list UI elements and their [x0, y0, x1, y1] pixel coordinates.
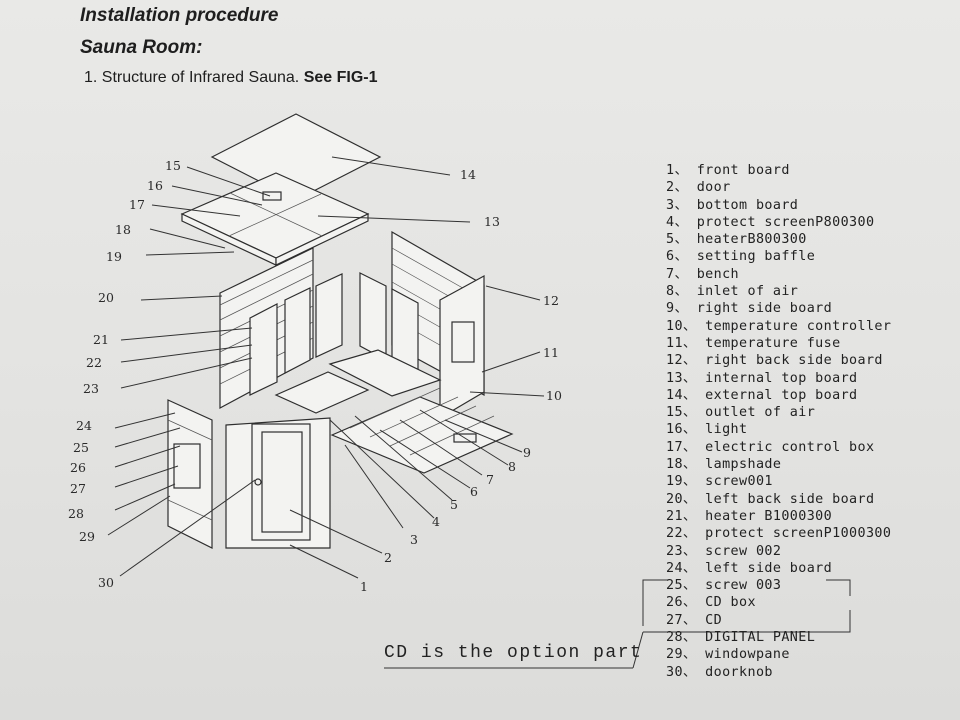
bench	[274, 371, 370, 414]
callout-17: 17	[129, 197, 145, 212]
legend-item-7: 7、 bench	[666, 266, 740, 282]
legend-item-6: 6、 setting baffle	[666, 249, 816, 265]
callout-9: 9	[523, 445, 531, 460]
legend-item-30: 30、 doorknob	[666, 664, 773, 680]
door-glass	[261, 431, 303, 533]
legend-item-12: 12、 right back side board	[666, 353, 883, 369]
legend-item-23: 23、 screw 002	[666, 543, 782, 559]
windowpane	[173, 443, 201, 489]
internal-top-board	[180, 172, 370, 259]
callout-13: 13	[484, 214, 500, 229]
option-part-note: CD is the option part	[384, 643, 643, 663]
legend-item-5: 5、 heaterB800300	[666, 232, 807, 248]
page-title: Installation procedure	[80, 5, 279, 26]
callout-22: 22	[86, 355, 102, 370]
callout-7: 7	[486, 472, 494, 487]
callout-6: 6	[470, 484, 478, 499]
section-title: Sauna Room:	[80, 37, 203, 58]
intro-line: 1. Structure of Infrared Sauna. See FIG-…	[84, 69, 378, 87]
callout-18: 18	[115, 222, 131, 237]
doorknob	[254, 478, 262, 486]
callout-27: 27	[70, 481, 86, 496]
legend-item-24: 24、 left side board	[666, 560, 833, 576]
callout-30: 30	[98, 575, 114, 590]
setting-baffle	[328, 349, 442, 397]
callout-8: 8	[508, 459, 516, 474]
right-heater-screen	[359, 272, 387, 362]
legend-item-3: 3、 bottom board	[666, 197, 799, 213]
option-bracket	[384, 579, 851, 669]
callout-24: 24	[76, 418, 92, 433]
legend-item-25: 25、 screw 003	[666, 578, 782, 594]
right-side-window	[451, 321, 475, 363]
heater-panel	[315, 273, 343, 358]
protect-screen-p1000300	[284, 287, 311, 374]
callout-3: 3	[410, 532, 418, 547]
legend-item-1: 1、 front board	[666, 163, 790, 178]
callout-28: 28	[68, 506, 84, 521]
legend-item-19: 19、 screw001	[666, 474, 773, 490]
callout-25: 25	[73, 440, 89, 455]
callout-4: 4	[432, 514, 440, 529]
callout-1: 1	[360, 579, 368, 594]
callout-15: 15	[165, 158, 181, 173]
intro-text: 1. Structure of Infrared Sauna.	[84, 69, 300, 86]
callout-10: 10	[546, 388, 562, 403]
parts-legend: 1、 front board 2、 door 3、 bottom board 4…	[666, 162, 891, 681]
callout-12: 12	[543, 293, 559, 308]
legend-item-17: 17、 electric control box	[666, 439, 875, 455]
callout-19: 19	[106, 249, 122, 264]
leader-lines	[107, 156, 545, 579]
legend-item-4: 4、 protect screenP800300	[666, 214, 875, 230]
legend-item-26: 26、 CD box	[666, 595, 756, 611]
callout-11: 11	[543, 345, 559, 360]
figure-reference: See FIG-1	[303, 69, 378, 86]
callout-16: 16	[147, 178, 163, 193]
legend-item-9: 9、 right side board	[666, 301, 833, 317]
legend-item-29: 29、 windowpane	[666, 647, 790, 663]
legend-item-2: 2、 door	[666, 180, 731, 196]
callout-21: 21	[93, 332, 109, 347]
legend-item-14: 14、 external top board	[666, 387, 858, 403]
bottom-board-slats	[349, 387, 495, 456]
callout-29: 29	[79, 529, 95, 544]
legend-item-21: 21、 heater B1000300	[666, 508, 833, 524]
legend-item-11: 11、 temperature fuse	[666, 335, 841, 351]
legend-item-28: 28、 DIGITAL PANEL	[666, 630, 816, 646]
legend-item-16: 16、 light	[666, 422, 748, 438]
top-board-edge-right	[275, 213, 369, 266]
legend-item-18: 18、 lampshade	[666, 457, 782, 473]
legend-item-10: 10、 temperature controller	[666, 318, 892, 334]
legend-item-15: 15、 outlet of air	[666, 405, 816, 421]
heater-b1000300	[249, 303, 278, 396]
outlet-of-air	[262, 191, 282, 201]
callout-20: 20	[98, 290, 114, 305]
legend-item-20: 20、 left back side board	[666, 491, 875, 507]
callout-2: 2	[384, 550, 392, 565]
legend-item-13: 13、 internal top board	[666, 370, 858, 386]
callout-numbers: 1 2 3 4 5 6 7 8 9 10 11 12 13 14 15 16 1…	[68, 158, 562, 594]
legend-item-8: 8、 inlet of air	[666, 284, 799, 300]
callout-23: 23	[83, 381, 99, 396]
legend-item-27: 27、 CD	[666, 612, 723, 628]
legend-item-22: 22、 protect screenP1000300	[666, 526, 892, 542]
callout-14: 14	[460, 167, 476, 182]
callout-26: 26	[70, 460, 86, 475]
callout-5: 5	[450, 497, 458, 512]
